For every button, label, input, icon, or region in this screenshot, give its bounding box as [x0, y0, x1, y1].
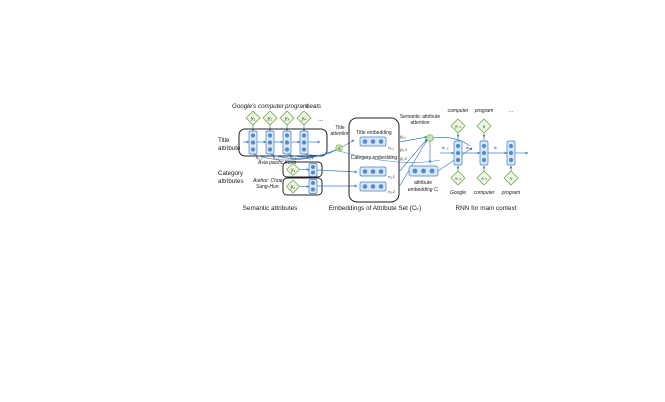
svg-text:ŷᵢ: ŷᵢ	[482, 124, 486, 129]
rnn-bottom-word: Google	[450, 190, 466, 196]
c11-label: c₁,₁	[388, 145, 394, 150]
semantic-attributes-panel: Google's computer program beats ... y₁ y…	[218, 103, 337, 196]
rnn-top-word: program	[474, 108, 494, 114]
title-hidden-label: h₁,₃	[290, 155, 297, 160]
title-word-ellipsis: ...	[318, 116, 323, 123]
svg-text:y₂: y₂	[290, 185, 296, 191]
semantic-attribute-attention: Semantic attribute attention attribute e…	[400, 114, 441, 193]
title-word: beats	[306, 103, 321, 110]
semantic-attention-node	[426, 134, 434, 142]
rnn-hidden-label: hᵢ₋₁	[466, 145, 473, 150]
rnn-bottom-word: computer	[474, 190, 495, 196]
beta-label: β₂,2	[399, 156, 408, 161]
caption-semantic-attributes: Semantic attributes	[243, 205, 298, 212]
rnn-input-node: xᵢ₋₂	[450, 170, 466, 186]
rnn-hidden-label: hᵢ	[494, 145, 497, 150]
rnn-top-word: computer	[448, 108, 469, 114]
title-node-y2: y₂	[262, 110, 278, 126]
rnn-input-node: xᵢ	[503, 170, 519, 186]
title-attribute-label: Title	[218, 137, 230, 144]
rnn-panel: computer program ... ŷᵢ₋₁ ŷᵢ hᵢ₋₂ hᵢ₋₁ h…	[440, 108, 529, 196]
category-node-y2: y₂	[285, 179, 301, 194]
title-embedding-label: Title embedding	[356, 130, 392, 136]
alpha-symbol: α	[338, 146, 341, 151]
title-attention-label: attention	[330, 131, 349, 137]
semantic-attention-label: attention	[410, 120, 429, 126]
rnn-bottom-word: program	[501, 190, 521, 196]
rnn-hidden-label: hᵢ₋₂	[442, 145, 449, 150]
beta-label: β₂,1	[399, 147, 407, 152]
title-lstm-cells	[248, 130, 309, 155]
category-attribute-box-1	[282, 161, 323, 178]
attribute-embedding-label: attribute	[414, 180, 432, 186]
title-node-y4: y₄	[296, 110, 312, 126]
title-attention: Title attention α	[330, 125, 355, 152]
semantic-attention-label: Semantic attribute	[400, 114, 441, 120]
author-text: Sang-Hun	[256, 184, 279, 190]
title-attribute-label: attribute	[218, 145, 241, 152]
c21-label: c₂,1	[388, 174, 395, 179]
rnn-output-node: ŷᵢ	[476, 118, 492, 134]
category-embedding-label: Category embedding	[351, 155, 398, 161]
svg-text:ŷᵢ₋₁: ŷᵢ₋₁	[454, 124, 462, 129]
author-text: Author: Choe	[252, 178, 283, 184]
svg-text:y₁: y₁	[290, 168, 296, 174]
title-node-y3: y₃	[279, 110, 295, 126]
category-text: Asia pacific news	[257, 160, 297, 166]
category-attribute-box-2	[282, 177, 323, 196]
category-attributes-label: attributes	[218, 178, 243, 185]
beta-label: β₁,₁	[399, 134, 407, 139]
title-node-y1: y₁	[245, 110, 261, 126]
rnn-top-word: ...	[509, 108, 513, 114]
svg-text:xᵢ₋₁: xᵢ₋₁	[480, 176, 488, 181]
embedding-set-box	[348, 117, 400, 203]
caption-embeddings: Embeddings of Attribute Set {Cₖ}	[329, 205, 422, 212]
svg-text:y₁: y₁	[250, 116, 256, 122]
title-hidden-label: h₁,₂	[273, 155, 280, 160]
title-word: Google's	[232, 103, 256, 110]
c22-label: c₂,2	[388, 189, 396, 194]
category-attributes-label: Category	[218, 170, 244, 177]
svg-text:xᵢ₋₂: xᵢ₋₂	[454, 176, 462, 181]
caption-rnn: RNN for main context	[455, 205, 516, 212]
title-hidden-label: h₁,₁	[256, 155, 263, 160]
svg-text:y₂: y₂	[267, 116, 273, 122]
svg-text:xᵢ: xᵢ	[509, 176, 513, 181]
svg-text:y₃: y₃	[284, 116, 290, 122]
attribute-embedding-label: embedding Cᵢ	[408, 187, 439, 193]
rnn-output-node: ŷᵢ₋₁	[450, 118, 466, 134]
title-attribute-box	[238, 128, 328, 157]
embedding-set-panel: Title embedding c₁,₁ Category embedding …	[348, 117, 400, 203]
svg-text:y₄: y₄	[301, 116, 307, 122]
category-node-y1: y₁	[285, 162, 301, 177]
title-attention-label: Title	[335, 125, 344, 131]
title-word: computer	[258, 103, 285, 110]
title-word: program	[284, 103, 308, 110]
rnn-input-node: xᵢ₋₁	[476, 170, 492, 186]
